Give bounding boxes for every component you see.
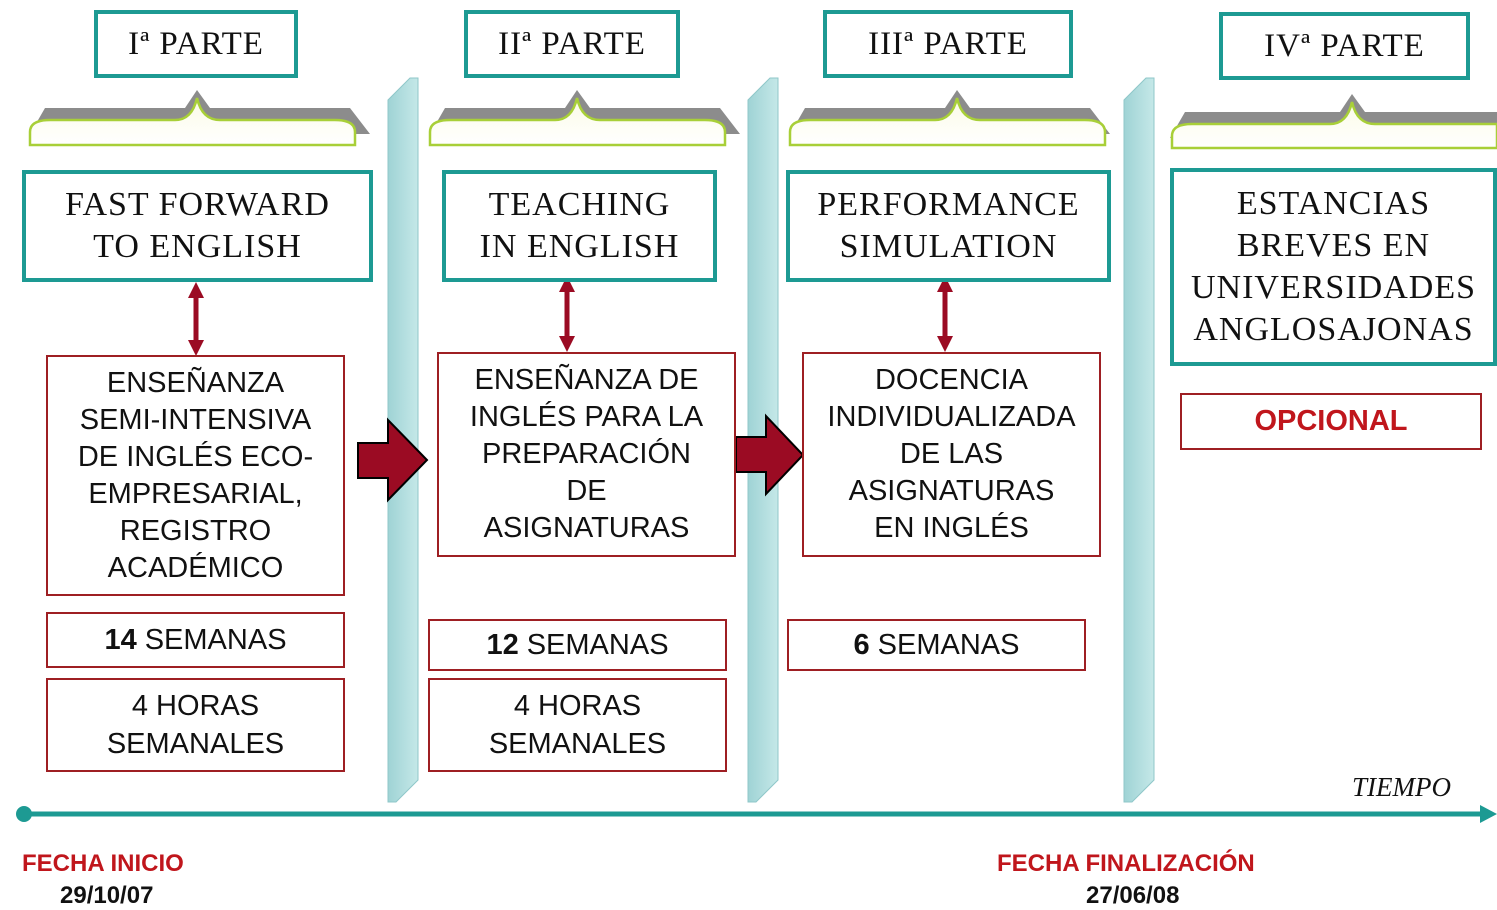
double-arrow-icon xyxy=(188,282,204,356)
phase-description: DOCENCIA INDIVIDUALIZADA DE LAS ASIGNATU… xyxy=(827,364,1076,544)
part-label: IIIª PARTE xyxy=(868,25,1028,62)
start-date: 29/10/07 xyxy=(60,882,154,909)
hours-text: 4 HORAS SEMANALES xyxy=(488,690,667,760)
double-arrow-icon xyxy=(937,276,953,352)
part-label: IVª PARTE xyxy=(1264,27,1425,64)
right-arrow-icon xyxy=(735,413,805,497)
end-date: 27/06/08 xyxy=(1086,882,1180,909)
weeks-label: SEMANAS xyxy=(144,623,287,656)
timeline-axis-label: TIEMPO xyxy=(1352,772,1451,802)
weeks-label: SEMANAS xyxy=(526,628,669,661)
phase-title: PERFORMANCE SIMULATION xyxy=(817,186,1080,265)
start-date-label: FECHA INICIO xyxy=(22,850,184,877)
part-label: IIª PARTE xyxy=(498,25,646,62)
part-label: Iª PARTE xyxy=(128,25,264,62)
brace-icon xyxy=(1170,94,1497,150)
phase-title: ESTANCIAS BREVES EN UNIVERSIDADES ANGLOS… xyxy=(1191,185,1476,348)
optional-label: OPCIONAL xyxy=(1254,405,1408,437)
part-header: Iª PARTE xyxy=(94,10,298,78)
brace-icon xyxy=(28,90,370,147)
double-arrow-icon xyxy=(559,276,575,352)
part-header: IVª PARTE xyxy=(1219,12,1470,80)
phase-title: TEACHING IN ENGLISH xyxy=(479,186,680,265)
phase-description-box: ENSEÑANZA SEMI-INTENSIVA DE INGLÉS ECO- … xyxy=(46,355,345,596)
phase-description-box: DOCENCIA INDIVIDUALIZADA DE LAS ASIGNATU… xyxy=(802,352,1101,557)
phase-description: ENSEÑANZA DE INGLÉS PARA LA PREPARACIÓN … xyxy=(469,364,704,544)
brace-icon xyxy=(788,90,1110,147)
optional-badge: OPCIONAL xyxy=(1180,393,1482,450)
hours-text: 4 HORAS SEMANALES xyxy=(106,690,285,760)
brace-icon xyxy=(428,90,740,147)
phase-title-box: ESTANCIAS BREVES EN UNIVERSIDADES ANGLOS… xyxy=(1170,168,1497,366)
phase-title-box: FAST FORWARD TO ENGLISH xyxy=(22,170,373,282)
hours-box: 4 HORAS SEMANALES xyxy=(428,678,727,772)
phase-description: ENSEÑANZA SEMI-INTENSIVA DE INGLÉS ECO- … xyxy=(77,366,314,584)
timeline-axis xyxy=(16,805,1497,823)
right-arrow-icon xyxy=(357,417,429,503)
end-date-label: FECHA FINALIZACIÓN xyxy=(997,850,1255,877)
phase-title: FAST FORWARD TO ENGLISH xyxy=(65,186,330,265)
weeks-number: 6 xyxy=(853,628,870,661)
phase-title-box: PERFORMANCE SIMULATION xyxy=(786,170,1111,282)
hours-box: 4 HORAS SEMANALES xyxy=(46,678,345,772)
weeks-number: 14 xyxy=(104,623,137,656)
phase-title-box: TEACHING IN ENGLISH xyxy=(442,170,717,282)
phase-description-box: ENSEÑANZA DE INGLÉS PARA LA PREPARACIÓN … xyxy=(437,352,736,557)
weeks-number: 12 xyxy=(486,628,519,661)
weeks-label: SEMANAS xyxy=(877,628,1020,661)
phase-divider xyxy=(1123,77,1155,803)
part-header: IIª PARTE xyxy=(464,10,680,78)
part-header: IIIª PARTE xyxy=(823,10,1073,78)
